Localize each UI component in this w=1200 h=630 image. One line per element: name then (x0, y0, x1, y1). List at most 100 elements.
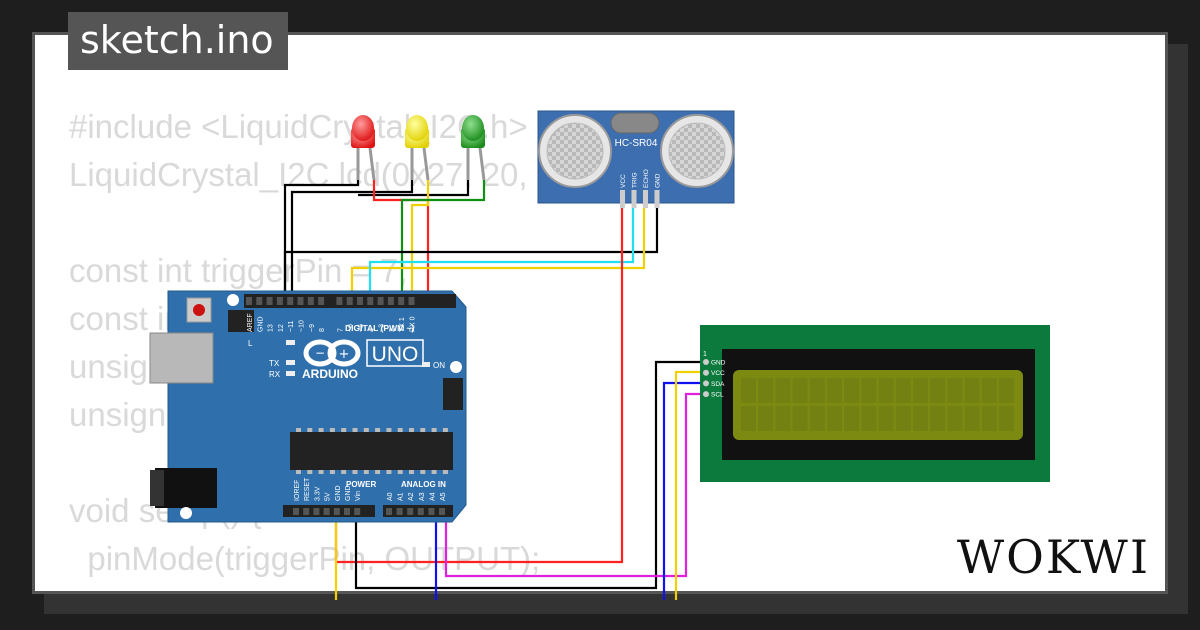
digital-pin-socket[interactable] (367, 297, 374, 305)
digital-pin-socket[interactable] (387, 297, 394, 305)
lcd-char-cell (878, 378, 894, 403)
svg-text:+: + (339, 347, 350, 362)
digital-pin-label: 13 (268, 324, 275, 332)
power-pin-socket[interactable] (293, 508, 299, 515)
lcd-char-cell (981, 406, 997, 431)
digital-pin-label: GND (257, 316, 264, 332)
power-pin-label: 3.3V (314, 486, 321, 501)
digital-header-label: DIGITAL (PWM ~) (345, 323, 415, 333)
lcd-char-cell (827, 406, 842, 431)
lcd-char-cell (758, 406, 774, 431)
lcd-char-cell (861, 378, 877, 403)
lcd-pin[interactable] (703, 359, 709, 365)
digital-pin-label: ~9 (309, 324, 316, 332)
led-green[interactable] (461, 115, 486, 181)
digital-pin-label: ~5 (358, 324, 365, 332)
digital-pin-socket[interactable] (256, 297, 263, 305)
lcd-char-cell (809, 378, 825, 403)
analog-pin-label: A1 (398, 492, 405, 501)
analog-pin-socket[interactable] (439, 508, 445, 515)
lcd-char-cell (930, 406, 946, 431)
power-pin-socket[interactable] (303, 508, 310, 515)
lcd-char-cell (758, 378, 774, 403)
led-yellow[interactable] (405, 115, 430, 181)
power-pin-socket[interactable] (323, 508, 330, 515)
digital-pin-socket[interactable] (276, 297, 283, 305)
lcd-pin[interactable] (703, 391, 709, 398)
digital-pin-socket[interactable] (246, 297, 252, 305)
analog-pin-label: A0 (387, 492, 394, 501)
lcd-char-cell (913, 378, 928, 403)
board-led-label: TX (269, 359, 280, 368)
sensor-pin[interactable] (620, 190, 625, 208)
digital-pin-socket[interactable] (287, 297, 294, 305)
code-line: pinMode(triggerPin, OUTPUT); (69, 540, 541, 577)
digital-pin-socket[interactable] (297, 297, 304, 305)
digital-pin-socket[interactable] (318, 297, 325, 305)
power-pin-socket[interactable] (354, 508, 361, 515)
lcd-pin-label: SDA (711, 381, 725, 388)
digital-pin-socket[interactable] (408, 297, 415, 305)
board-led-label: L (248, 339, 253, 348)
power-jack (155, 468, 217, 508)
digital-pin-socket[interactable] (307, 297, 314, 305)
sensor-pin-label: VCC (620, 174, 627, 188)
lcd-char-cell (878, 406, 894, 431)
digital-pin-socket[interactable] (377, 297, 384, 305)
analog-pin-socket[interactable] (417, 508, 424, 515)
power-header-label: POWER (346, 480, 376, 489)
digital-pin-label: ~11 (288, 321, 295, 332)
lcd-char-cell (947, 378, 963, 403)
power-pin-socket[interactable] (333, 508, 340, 515)
power-pin-label: 5V (325, 492, 332, 501)
analog-pin-socket[interactable] (428, 508, 435, 515)
lcd-char-cell (964, 406, 980, 431)
power-pin-socket[interactable] (344, 508, 350, 515)
digital-pin-label: RX 0 (410, 316, 417, 332)
sensor-pin[interactable] (631, 190, 637, 208)
microcontroller-chip (290, 432, 453, 470)
arduino-uno-board[interactable]: − + ARDUINO UNO DIGITAL (PWM ~) ON POWER… (149, 290, 472, 523)
arduino-logo-icon (303, 339, 361, 367)
svg-text:−: − (315, 346, 325, 360)
sensor-pin[interactable] (643, 190, 648, 208)
code-line: pinMode(echoPin, INPUT); (69, 583, 575, 591)
lcd-char-cell (844, 406, 860, 431)
digital-pin-socket[interactable] (266, 297, 273, 305)
digital-pin-socket[interactable] (398, 297, 405, 305)
analog-pin-socket[interactable] (386, 508, 392, 515)
power-pin-label: GND (335, 485, 342, 501)
digital-pin-label: TX 1 (399, 317, 406, 332)
lcd-char-cell (895, 406, 911, 431)
analog-pin-label: A5 (440, 492, 447, 501)
sensor-pin-label: ECHO (643, 169, 650, 188)
analog-pin-socket[interactable] (407, 508, 414, 515)
digital-pin-label: 2 (389, 328, 396, 332)
lcd-char-cell (964, 378, 980, 403)
power-pin-socket[interactable] (313, 508, 320, 515)
analog-pin-socket[interactable] (396, 508, 403, 515)
lcd-char-cell (809, 406, 825, 431)
digital-pin-socket[interactable] (346, 297, 353, 305)
lcd-char-cell (861, 406, 877, 431)
led-red[interactable] (351, 115, 376, 181)
lcd-char-cell (775, 378, 791, 403)
digital-pin-socket[interactable] (357, 297, 363, 305)
lcd-char-cell (895, 378, 911, 403)
board-led (286, 371, 295, 376)
lcd-char-cell (741, 406, 756, 431)
analog-pin-label: A3 (419, 492, 426, 501)
analog-pin-label: A4 (429, 492, 436, 501)
lcd-char-cell (947, 406, 963, 431)
sensor-pin[interactable] (654, 190, 660, 208)
lcd-pin-label: VCC (711, 370, 725, 377)
lcd-pin[interactable] (703, 380, 709, 387)
sensor-label: HC-SR04 (615, 138, 658, 149)
digital-pin-socket[interactable] (336, 297, 343, 305)
sensor-pin-label: GND (655, 173, 662, 188)
lcd-pin[interactable] (703, 369, 709, 376)
lcd-char-cell (930, 378, 946, 403)
